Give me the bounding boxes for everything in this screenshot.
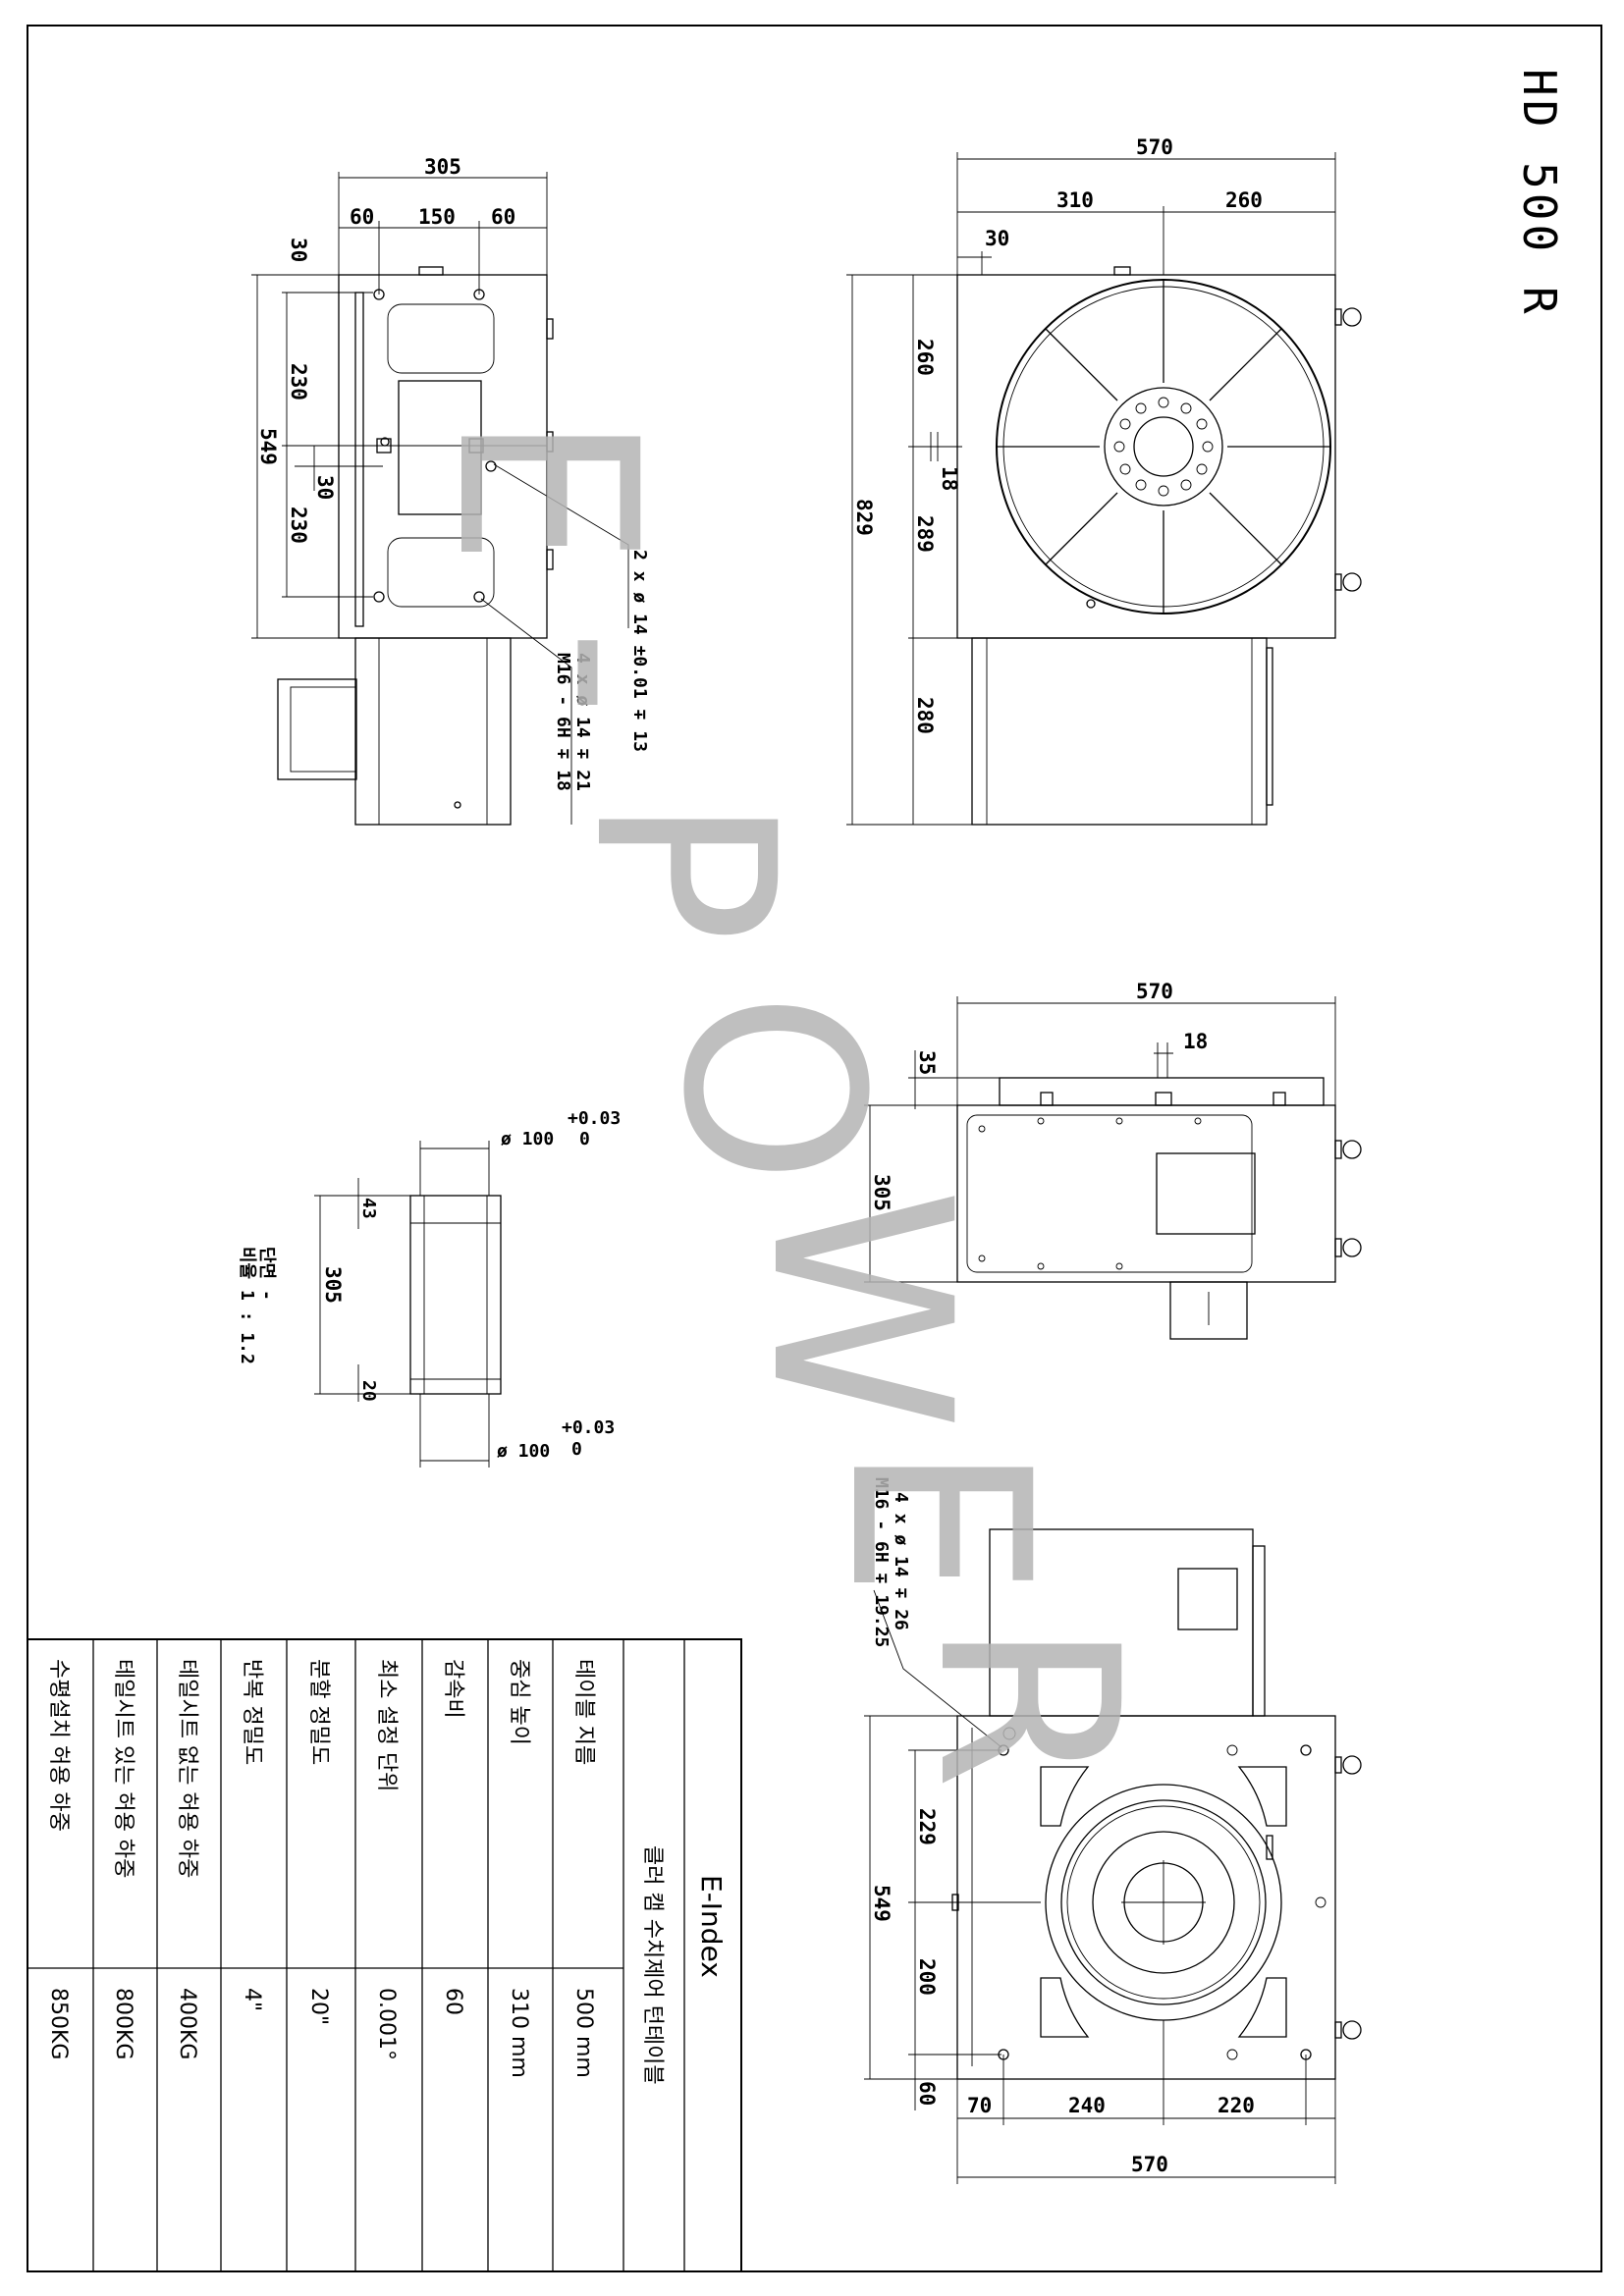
top-view: 570 18 35 305 (864, 980, 1362, 1340)
watermark-letter-p: P (541, 795, 827, 943)
dim-side-top-offset: 30 (287, 238, 310, 262)
dim-top-depth: 305 (870, 1174, 893, 1211)
spec-row-value-3: 0.001° (374, 1988, 399, 2060)
watermark-letter-w: W (718, 1188, 1003, 1430)
dim-front-slot-width: 18 (938, 466, 961, 491)
watermark-letter-e1: E (404, 412, 689, 567)
front-view: 570 310 260 30 260 18 289 829 280 (846, 135, 1362, 826)
dim-bore-bottom-tol-upper: +0.03 (562, 1417, 615, 1438)
dim-bore-depth-top: 43 (358, 1198, 379, 1219)
watermark-letter-r: R (885, 1620, 1170, 1790)
spec-table: E-Index 클러 캠 수치제어 턴테이블 테이블 지름 500 mm 중심 … (27, 1638, 742, 2272)
dim-front-base-height: 280 (913, 697, 937, 734)
dim-front-left-part: 310 (1056, 188, 1094, 212)
dim-top-key-width: 18 (1183, 1030, 1208, 1053)
drawing-frame (27, 25, 1602, 2272)
dim-bottom-width: 570 (1131, 2153, 1168, 2176)
spec-row-label-0: 테이블 지름 (571, 1659, 596, 1765)
callout-bottom-taps-1: 4 x ø 14 ∓ 26 (891, 1492, 911, 1630)
watermark-letter-dash: - (462, 628, 748, 717)
spec-brand: E-Index (695, 1875, 728, 1978)
dim-side-lower-pitch: 230 (287, 507, 310, 544)
dim-bore-depth-bottom: 20 (358, 1380, 379, 1402)
center-bolt-circle (1113, 397, 1214, 497)
dim-front-edge-offset: 30 (985, 227, 1009, 250)
spec-row-value-8: 850KG (46, 1988, 71, 2059)
dim-bottom-mid-pitch: 240 (1068, 2094, 1106, 2117)
dim-side-right-offset: 60 (491, 205, 515, 229)
dim-bottom-depth: 549 (870, 1885, 893, 1922)
spec-row-value-6: 400KG (175, 1988, 199, 2059)
section-note-1: 단면 - (256, 1247, 277, 1301)
dim-side-left-offset: 60 (350, 205, 374, 229)
dim-front-overall-height: 829 (852, 499, 876, 536)
dim-side-upper-pitch: 230 (287, 363, 310, 400)
dim-side-mid-offset: 30 (313, 475, 337, 500)
callout-side-taps-1: 4 x ø 14 ∓ 21 (572, 653, 593, 791)
watermark-letter-e2: E (796, 1443, 1082, 1598)
dim-bore-bottom-diameter: ø 100 (497, 1441, 550, 1462)
callout-side-holes: 2 x ø 14 ±0.01 ∓ 13 (629, 550, 650, 752)
dim-side-bolt-pitch: 150 (418, 205, 456, 229)
callout-bottom-taps-2: M16 - 6H ∓ 19.25 (871, 1477, 892, 1647)
bottom-view: 4 x ø 14 ∓ 26 M16 - 6H ∓ 19.25 229 549 2… (864, 1477, 1362, 2184)
spec-row-value-2: 60 (441, 1988, 465, 2015)
spec-row-label-1: 중심 높이 (507, 1659, 531, 1745)
spec-row-label-8: 수평설치 허용 하중 (46, 1659, 71, 1832)
spec-row-label-3: 최소 설정 단위 (374, 1659, 399, 1791)
dim-bottom-offset: 60 (915, 2081, 939, 2106)
side-view: 305 60 150 60 30 230 549 30 230 2 x ø 14… (251, 155, 650, 826)
dim-side-total-height: 549 (256, 428, 280, 465)
dim-bore-length: 305 (321, 1266, 345, 1304)
dim-front-width: 570 (1136, 135, 1173, 159)
dim-side-total-width: 305 (424, 155, 461, 179)
spec-row-value-7: 800KG (111, 1988, 135, 2059)
bore-section-view: ø 100 +0.03 0 43 305 20 ø 100 +0.03 0 단면… (237, 1108, 621, 1468)
watermark-letter-o: O (629, 991, 915, 1185)
spec-row-label-6: 테일시트 없는 허용 하중 (175, 1659, 199, 1878)
section-note-2: 비율 1 : 1.2 (237, 1247, 257, 1364)
spec-product-name: 클러 캠 수치제어 턴테이블 (640, 1845, 665, 2085)
t-slots (997, 280, 1330, 614)
spec-row-value-0: 500 mm (571, 1988, 596, 2078)
dim-top-width: 570 (1136, 980, 1173, 1003)
spec-row-label-2: 감속비 (441, 1659, 465, 1719)
spec-row-label-4: 분할 정밀도 (306, 1659, 331, 1765)
dim-bore-bottom-tol-lower: 0 (571, 1439, 582, 1460)
spec-row-value-1: 310 mm (507, 1988, 531, 2078)
dim-bottom-right-pitch: 220 (1218, 2094, 1255, 2117)
dim-front-right-part: 260 (1225, 188, 1263, 212)
dim-top-key-offset: 35 (915, 1050, 939, 1075)
dim-front-upper-height: 260 (913, 339, 937, 376)
watermark: E - P O W E R (404, 412, 1170, 1790)
callout-side-taps-2: M16 - 6H ∓ 18 (553, 653, 573, 791)
dim-bore-top-tol-upper: +0.03 (568, 1108, 621, 1129)
dim-bottom-lower-pitch: 200 (915, 1958, 939, 1996)
dim-bore-top-tol-lower: 0 (579, 1129, 590, 1149)
spec-row-value-5: 4" (240, 1988, 264, 2011)
dim-front-lower-height: 289 (913, 515, 937, 553)
spec-row-label-5: 반복 정밀도 (240, 1659, 264, 1765)
dim-bottom-left-offset: 70 (967, 2094, 992, 2117)
spec-row-value-4: 20" (306, 1988, 331, 2025)
dim-bottom-upper-pitch: 229 (915, 1808, 939, 1845)
drawing-title: HD 500 R (1513, 69, 1566, 318)
dim-bore-top-diameter: ø 100 (501, 1129, 554, 1149)
spec-row-label-7: 테일시트 있는 허용 하중 (111, 1659, 135, 1878)
